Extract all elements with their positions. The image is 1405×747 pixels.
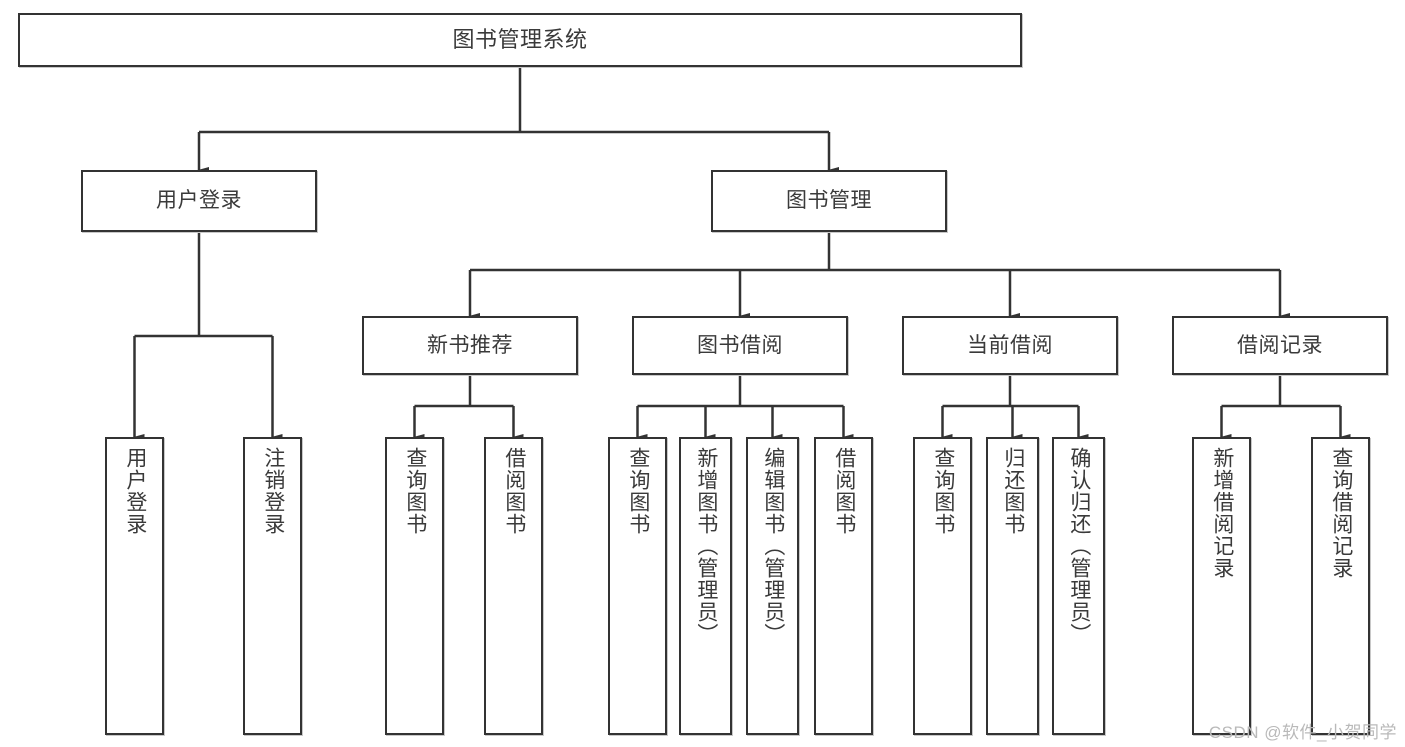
node-leaf-bq-query[interactable]: 查询图书 xyxy=(608,437,667,735)
node-label: 用户登录 xyxy=(156,189,242,213)
node-label: 图书借阅 xyxy=(697,333,783,357)
node-login[interactable]: 用户登录 xyxy=(81,170,317,232)
node-label: 借阅记录 xyxy=(1237,333,1323,357)
node-label: 查询图书 xyxy=(626,447,650,535)
node-label: 查询图书 xyxy=(931,447,955,535)
node-leaf-new-borrow[interactable]: 借阅图书 xyxy=(484,437,543,735)
node-label: 新增借阅记录 xyxy=(1210,447,1234,579)
node-label: 新书推荐 xyxy=(427,333,513,357)
node-label: 借阅图书 xyxy=(832,447,856,535)
node-label: 确认归还（管理员） xyxy=(1067,447,1091,645)
node-leaf-bq-edit[interactable]: 编辑图书（管理员） xyxy=(746,437,799,735)
node-label: 查询借阅记录 xyxy=(1329,447,1353,579)
node-leaf-rec-add[interactable]: 新增借阅记录 xyxy=(1192,437,1251,735)
node-label: 归还图书 xyxy=(1001,447,1025,535)
node-root[interactable]: 图书管理系统 xyxy=(18,13,1022,67)
node-leaf-rec-query[interactable]: 查询借阅记录 xyxy=(1311,437,1370,735)
node-label: 当前借阅 xyxy=(967,333,1053,357)
node-label: 用户登录 xyxy=(123,447,147,535)
node-leaf-bq-add[interactable]: 新增图书（管理员） xyxy=(679,437,732,735)
node-label: 借阅图书 xyxy=(502,447,526,535)
node-label: 注销登录 xyxy=(261,447,285,535)
node-borrow[interactable]: 图书借阅 xyxy=(632,316,848,375)
node-label: 图书管理 xyxy=(786,189,872,213)
node-leaf-user-logout[interactable]: 注销登录 xyxy=(243,437,302,735)
node-label: 查询图书 xyxy=(403,447,427,535)
node-leaf-bq-borrow[interactable]: 借阅图书 xyxy=(814,437,873,735)
node-leaf-cur-confirm[interactable]: 确认归还（管理员） xyxy=(1052,437,1105,735)
node-records[interactable]: 借阅记录 xyxy=(1172,316,1388,375)
node-newbooks[interactable]: 新书推荐 xyxy=(362,316,578,375)
node-label: 编辑图书（管理员） xyxy=(761,447,785,645)
node-label: 图书管理系统 xyxy=(452,26,588,52)
node-bookmgmt[interactable]: 图书管理 xyxy=(711,170,947,232)
node-leaf-cur-query[interactable]: 查询图书 xyxy=(913,437,972,735)
node-current[interactable]: 当前借阅 xyxy=(902,316,1118,375)
node-leaf-user-login[interactable]: 用户登录 xyxy=(105,437,164,735)
node-label: 新增图书（管理员） xyxy=(694,447,718,645)
node-leaf-cur-return[interactable]: 归还图书 xyxy=(986,437,1039,735)
node-leaf-new-query[interactable]: 查询图书 xyxy=(385,437,444,735)
